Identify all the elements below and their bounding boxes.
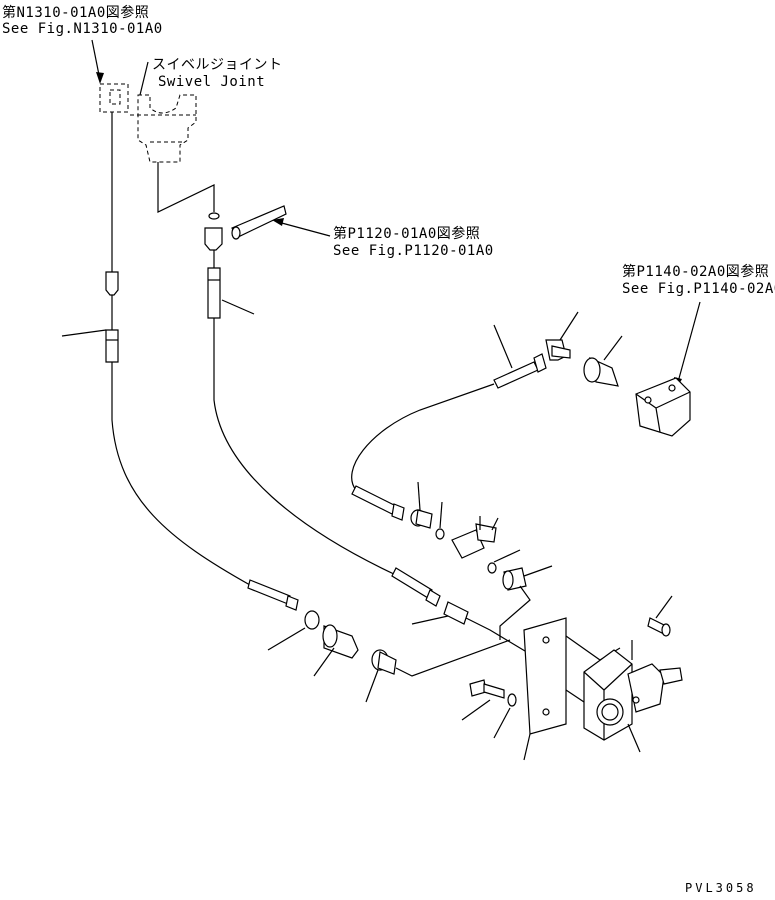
reference-arrows (91, 39, 701, 390)
center-hose (157, 162, 541, 661)
drawing-code: PVL3058 (685, 881, 757, 895)
swivel-joint-label-jp: スイベルジョイント (152, 57, 283, 73)
p1120-reference-en: See Fig.P1120-01A0 (333, 243, 494, 259)
p1140-reference-en: See Fig.P1140-02A0 (622, 281, 775, 297)
control-valve (635, 377, 691, 437)
swivel-joint (99, 83, 197, 163)
swivel-reference-en: See Fig.N1310-01A0 (2, 21, 163, 37)
left-hose (61, 112, 511, 703)
swivel-joint-label-en: Swivel Joint (158, 74, 265, 90)
middle-fittings (451, 516, 553, 640)
bolt-and-washer (461, 679, 517, 739)
swivel-reference-jp: 第N1310-01A0図参照 (2, 4, 149, 21)
pipe-p1120 (231, 205, 287, 240)
p1120-reference-jp: 第P1120-01A0図参照 (333, 225, 480, 242)
p1140-reference-jp: 第P1140-02A0図参照 (622, 263, 769, 280)
bracket-assembly (523, 595, 683, 761)
upper-hose (351, 311, 623, 540)
